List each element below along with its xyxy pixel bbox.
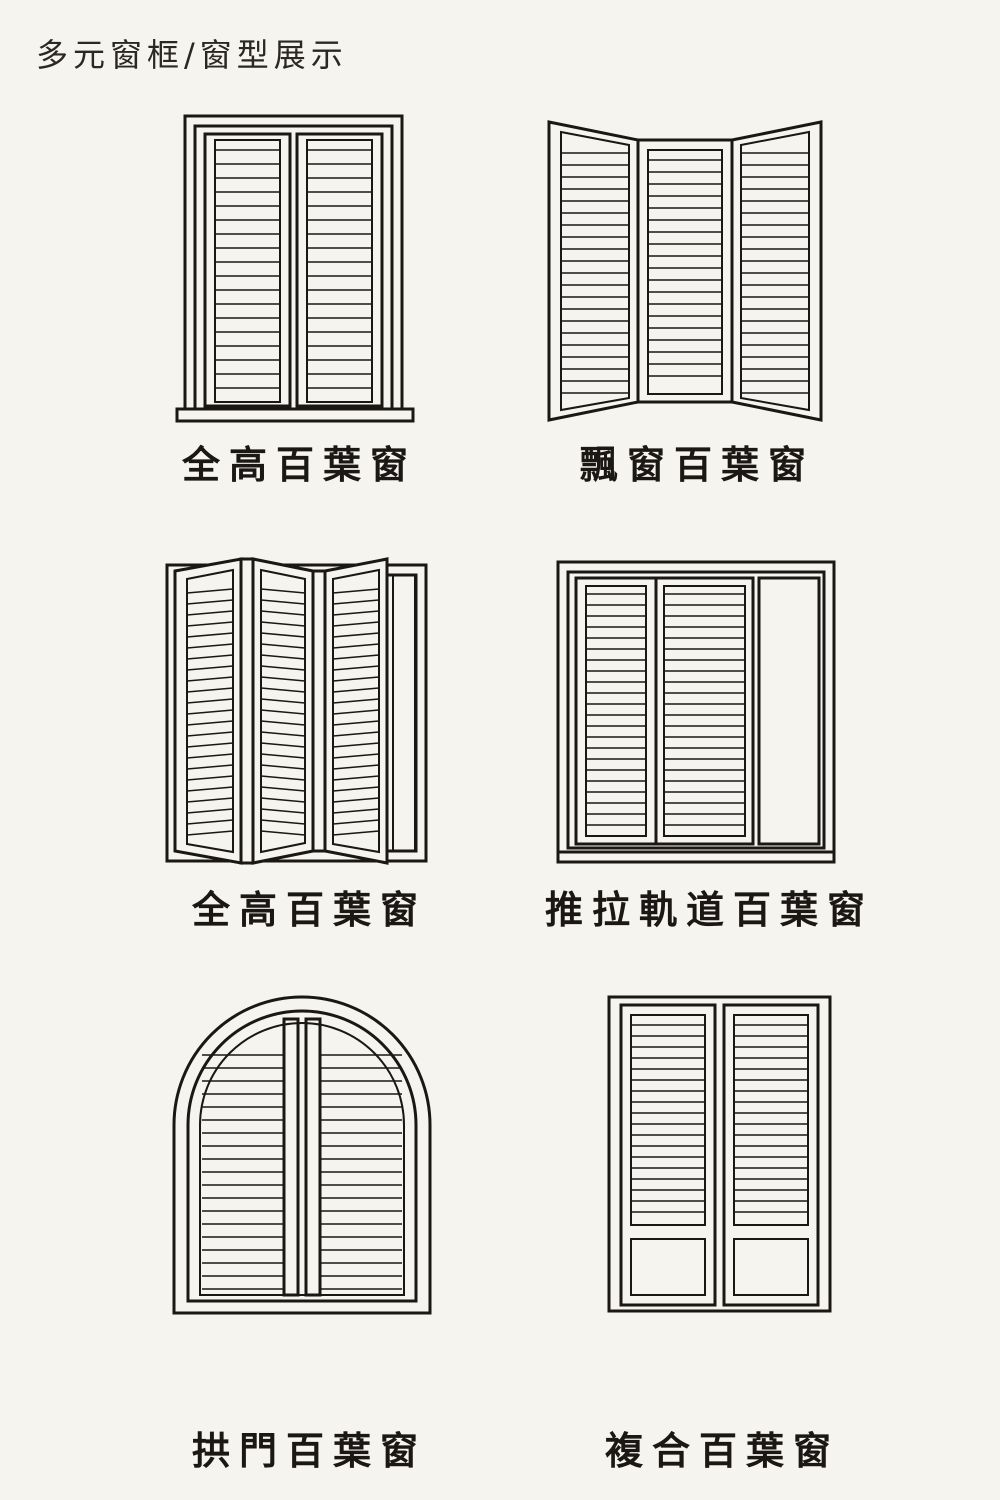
bay-window-shutter-icon <box>545 118 825 424</box>
window-caption: 全高百葉窗 <box>192 888 428 932</box>
page-title: 多元窗框/窗型展示 <box>36 36 348 74</box>
composite-shutter-icon <box>607 995 832 1315</box>
window-caption: 複合百葉窗 <box>605 1429 841 1473</box>
bifold-shutter-icon <box>165 557 430 867</box>
window-caption: 飄窗百葉窗 <box>580 443 816 487</box>
arch-shutter-icon <box>172 995 432 1317</box>
window-caption: 拱門百葉窗 <box>192 1429 428 1473</box>
full-height-shutter-icon <box>175 112 415 424</box>
window-caption: 全高百葉窗 <box>182 443 418 487</box>
sliding-track-shutter-icon <box>556 560 836 865</box>
window-caption: 推拉軌道百葉窗 <box>545 888 875 932</box>
